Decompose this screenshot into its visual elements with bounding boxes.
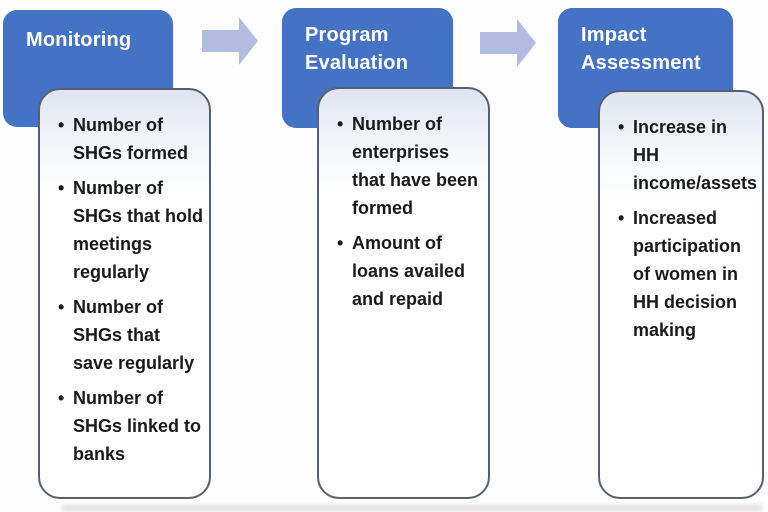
bullet-item: Number of SHGs that save regularly (58, 293, 204, 377)
bullet-item: Increase in HH income/assets (618, 113, 757, 197)
program-evaluation-card: Number of enterprises that have been for… (317, 87, 490, 499)
bottom-shadow-artifact (62, 505, 762, 511)
monitoring-card: Number of SHGs formedNumber of SHGs that… (38, 88, 211, 499)
right-arrow-icon (480, 18, 537, 73)
bullet-item: Amount of loans availed and repaid (337, 229, 483, 313)
bullet-item: Number of SHGs formed (58, 111, 204, 167)
bullet-item: Number of SHGs that hold meetings regula… (58, 174, 204, 286)
bullet-item: Number of enterprises that have been for… (337, 110, 483, 222)
right-arrow-icon (202, 16, 259, 71)
impact-assessment-bullet-list: Increase in HH income/assetsIncreased pa… (600, 92, 762, 344)
bullet-item: Number of SHGs linked to banks (58, 384, 204, 468)
impact-assessment-card: Increase in HH income/assetsIncreased pa… (598, 90, 764, 499)
bullet-item: Increased participation of women in HH d… (618, 204, 757, 344)
monitoring-bullet-list: Number of SHGs formedNumber of SHGs that… (40, 90, 209, 468)
program-evaluation-bullet-list: Number of enterprises that have been for… (319, 89, 488, 313)
